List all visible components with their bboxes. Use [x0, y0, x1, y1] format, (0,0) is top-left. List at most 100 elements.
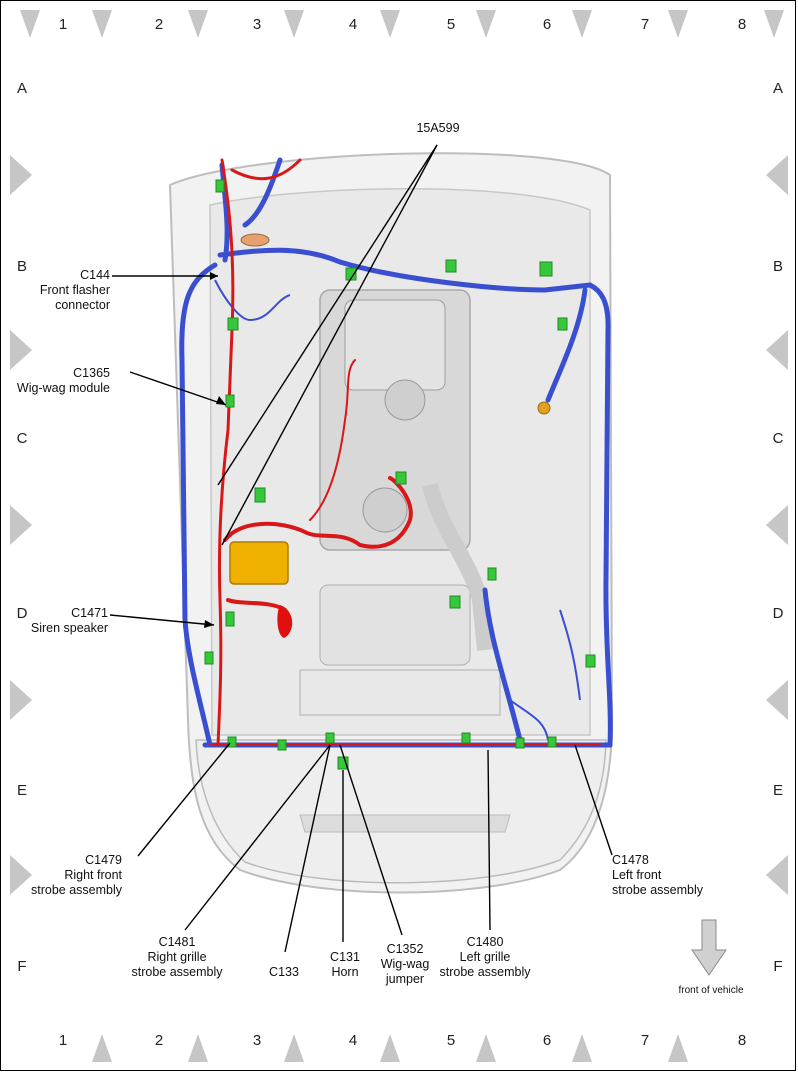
callout-c144-desc: Front flasher — [39, 283, 110, 297]
leader-c1471 — [109, 614, 215, 626]
connector — [539, 261, 553, 277]
leader-15a599 — [217, 144, 438, 486]
col-label-8: 8 — [737, 1032, 747, 1049]
connector — [225, 394, 235, 408]
col-label-4: 4 — [348, 16, 358, 33]
red-harness-main — [216, 158, 235, 747]
callout-c1481-desc: Right grille — [147, 950, 207, 964]
leader-arrowheads — [204, 272, 226, 628]
callout-c133-id: C133 — [269, 965, 299, 979]
grid-marker — [766, 155, 788, 195]
connector — [337, 756, 349, 770]
blue-harness-top-run — [217, 247, 593, 293]
col-label-5: 5 — [446, 16, 456, 33]
callout-c1478-id: C1478 — [612, 853, 649, 867]
grid-marker — [10, 505, 32, 545]
blue-harness-left-run — [179, 262, 218, 748]
row-label-a: A — [16, 80, 27, 97]
grid-marker — [476, 10, 496, 38]
grid-marker — [92, 1034, 112, 1062]
callout-c1479-desc: Right front — [64, 868, 122, 882]
grid-marker — [766, 505, 788, 545]
callout-c144: C144 Front flasher connector — [10, 268, 110, 313]
battery-tray — [319, 584, 471, 666]
callout-c1365-id: C1365 — [73, 366, 110, 380]
callout-c1480-id: C1480 — [466, 935, 504, 949]
callout-c1481-id: C1481 — [158, 935, 196, 949]
grid-marker — [10, 855, 32, 895]
grid-marker — [668, 1034, 688, 1062]
connector-orange — [240, 233, 270, 247]
col-label-1: 1 — [58, 1032, 68, 1049]
grid-marker — [380, 1034, 400, 1062]
grid-marker — [764, 10, 784, 38]
callout-c1471: C1471 Siren speaker — [10, 606, 108, 636]
leader-c1365 — [129, 371, 227, 406]
engine-part — [362, 487, 408, 533]
connector — [449, 595, 461, 609]
front-of-vehicle-label: front of vehicle — [678, 985, 744, 996]
connector — [395, 471, 407, 485]
front-bumper — [195, 739, 607, 884]
callout-c1478-desc: Left front — [612, 868, 662, 882]
callout-c1479-desc: strobe assembly — [30, 883, 122, 897]
grid-marker — [766, 680, 788, 720]
callout-c1352-id: C1352 — [386, 942, 424, 956]
connector — [225, 611, 235, 627]
leader-lines — [109, 144, 613, 953]
callout-c1481: C1481 Right grille strobe assembly — [122, 935, 232, 980]
red-harness-top — [230, 158, 302, 181]
callout-c1352-desc: jumper — [385, 972, 425, 986]
row-label-b: B — [16, 258, 27, 275]
connector — [277, 739, 287, 751]
callout-c1471-desc: Siren speaker — [30, 621, 108, 635]
callout-c1480: C1480 Left grille strobe assembly — [430, 935, 540, 980]
col-label-3: 3 — [252, 1032, 262, 1049]
callout-c144-id: C144 — [80, 268, 110, 282]
leader-c1352 — [339, 744, 403, 936]
callout-c133: C133 — [262, 965, 306, 980]
wig-wag-module-housing — [229, 541, 289, 585]
callout-c1352: C1352 Wig-wag jumper — [378, 942, 432, 987]
grid-marker — [766, 855, 788, 895]
blue-harness-top-feed — [242, 157, 283, 228]
grid-marker — [10, 680, 32, 720]
leader-c1479 — [137, 742, 231, 857]
connector — [461, 732, 471, 744]
connector — [547, 736, 557, 748]
callout-c1481-desc: strobe assembly — [131, 965, 223, 979]
grid-marker — [188, 1034, 208, 1062]
leader-15a599 — [221, 144, 438, 546]
col-label-2: 2 — [154, 1032, 164, 1049]
callout-c1365-desc: Wig-wag module — [16, 381, 110, 395]
col-label-7: 7 — [640, 16, 650, 33]
row-label-f: F — [17, 958, 27, 975]
connector — [215, 179, 225, 193]
bumper-grille — [299, 814, 511, 833]
grid-marker — [20, 10, 40, 38]
connector — [204, 651, 214, 665]
row-label-d: D — [16, 605, 28, 622]
front-of-vehicle-arrow-icon — [691, 919, 727, 976]
siren-speaker-lobe — [277, 605, 293, 638]
callout-c1479: C1479 Right front strobe assembly — [20, 853, 122, 898]
connector — [227, 736, 237, 748]
connector — [557, 317, 568, 331]
row-label-b: B — [772, 258, 783, 275]
connector — [325, 732, 335, 744]
connector — [515, 737, 525, 749]
radiator-support — [299, 669, 501, 716]
grid-marker — [188, 10, 208, 38]
callout-c1352-desc: Wig-wag — [380, 957, 430, 971]
col-label-5: 5 — [446, 1032, 456, 1049]
connector — [445, 259, 457, 273]
col-label-4: 4 — [348, 1032, 358, 1049]
grid-marker — [10, 330, 32, 370]
col-label-2: 2 — [154, 16, 164, 33]
callout-15a599: 15A599 — [413, 121, 463, 136]
callout-c131-desc: Horn — [331, 965, 359, 979]
callout-c1479-id: C1479 — [85, 853, 122, 867]
